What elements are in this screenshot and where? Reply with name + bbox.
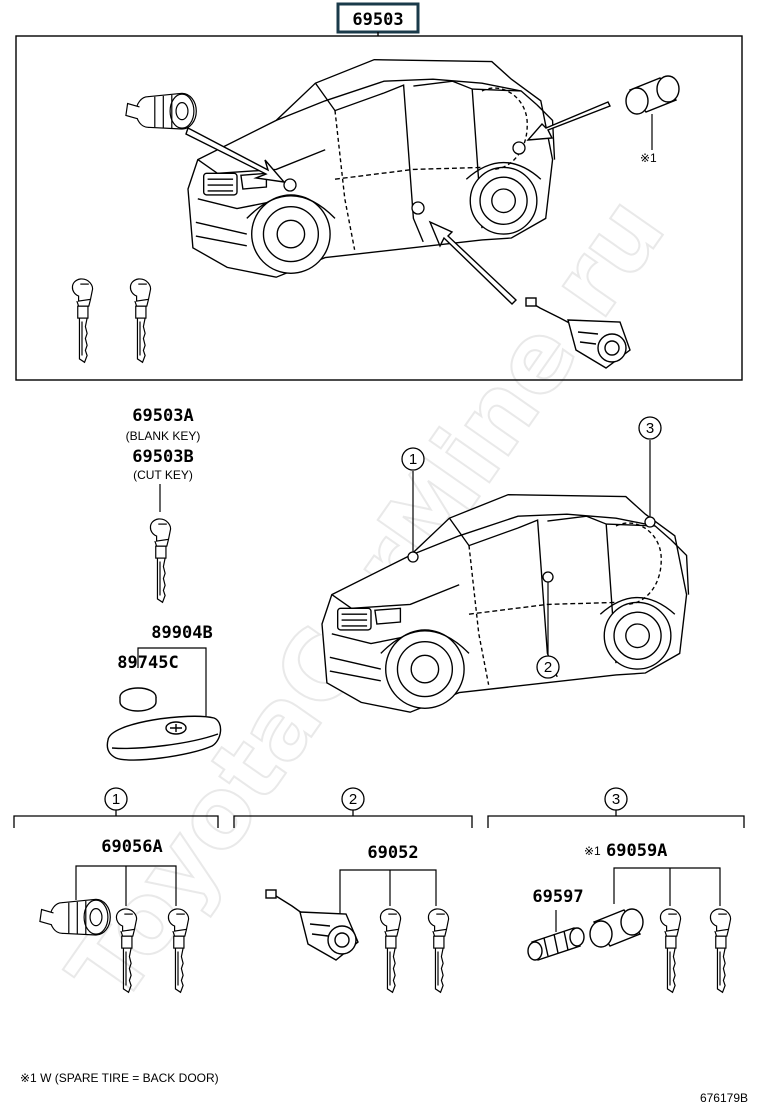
top-key-2-icon <box>129 278 152 363</box>
callout-1-top: 1 <box>409 451 417 468</box>
key-blank-note: (BLANK KEY) <box>126 429 201 443</box>
assembly-box <box>15 35 743 381</box>
key-cut-part: 69503B <box>132 447 193 467</box>
ignition-cylinder-icon <box>125 92 197 130</box>
section2-key-2-icon <box>427 908 450 993</box>
ignition-set-part: 69056A <box>101 837 162 857</box>
section2-key-1-icon <box>379 908 402 993</box>
section-2-callout: 2 <box>349 791 357 808</box>
section3-key-1-icon <box>659 908 682 993</box>
key-icon <box>149 518 172 603</box>
back-door-sleeve-icon <box>625 75 680 115</box>
back-door-cylinder-icon <box>527 927 585 961</box>
section2-door-cylinder-icon <box>265 889 359 961</box>
diagram-id: 676179B <box>700 1091 748 1105</box>
section-3-callout: 3 <box>612 791 620 808</box>
section1-cylinder-icon <box>39 898 111 936</box>
door-cylinder-icon <box>525 297 631 369</box>
header-part-box <box>336 2 420 34</box>
section-1-callout: 1 <box>112 791 120 808</box>
back-set-part: 69059A <box>606 841 667 861</box>
top-vehicle <box>187 58 556 278</box>
door-set-part: 69052 <box>367 843 418 863</box>
section3-key-2-icon <box>709 908 732 993</box>
back-door-sleeve-section-icon <box>589 908 644 948</box>
callout-2-top: 2 <box>544 659 552 676</box>
remote-key-icon <box>106 715 222 761</box>
key-blank-part: 69503A <box>132 406 193 426</box>
back-sleeve-part: 69597 <box>532 887 583 907</box>
header-part-number: 69503 <box>352 10 403 30</box>
battery-part: 89745C <box>117 653 178 673</box>
top-note-mark: ※1 <box>640 151 657 165</box>
callout-3-top: 3 <box>646 420 654 437</box>
battery-icon <box>119 687 157 712</box>
back-set-mark: ※1 <box>584 844 601 858</box>
footnote: ※1 W (SPARE TIRE = BACK DOOR) <box>20 1071 219 1085</box>
key-cut-note: (CUT KEY) <box>133 468 193 482</box>
remote-part: 89904B <box>151 623 212 643</box>
top-key-1-icon <box>71 278 94 363</box>
